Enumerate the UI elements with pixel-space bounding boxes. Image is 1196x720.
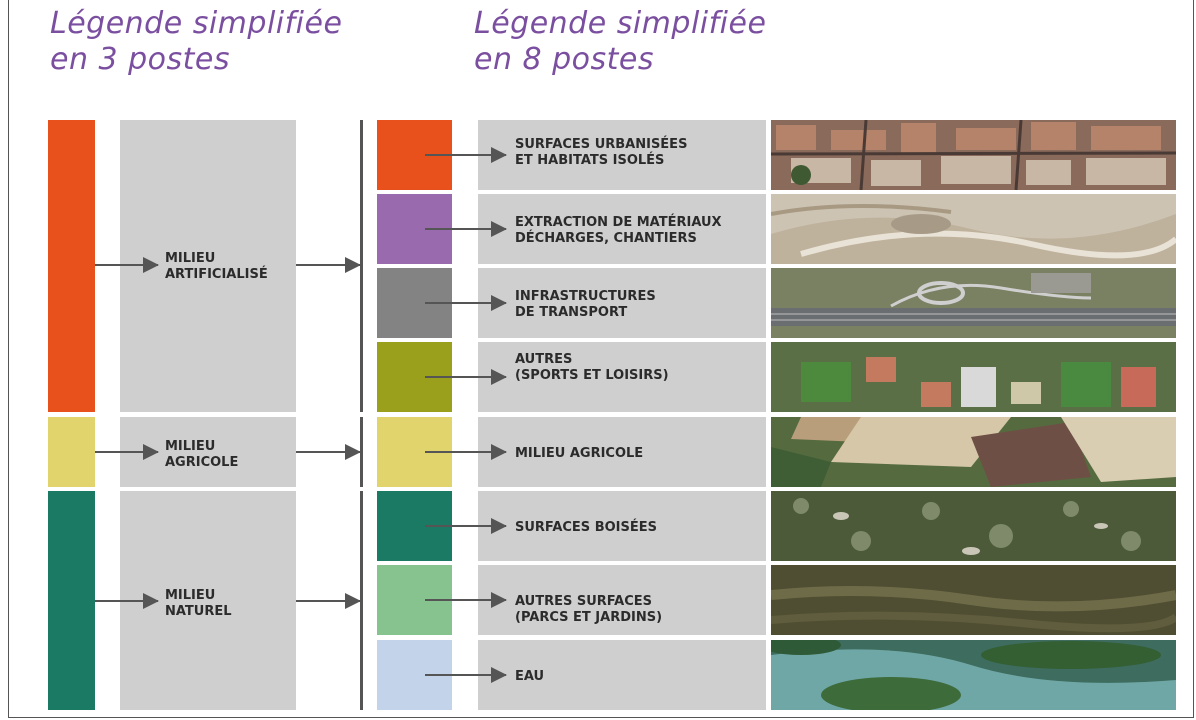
heading-3-line-2: en 3 postes — [50, 42, 231, 77]
sports-aerial-photo — [771, 342, 1176, 412]
subclass-box-sports — [478, 342, 766, 412]
subclass-label-water: EAU — [515, 669, 545, 684]
subclass-label-woodland: SURFACES BOISÉES — [515, 520, 657, 535]
class-label-agricultural: MILIEU AGRICOLE — [165, 439, 239, 470]
subclass-label-agricultural: MILIEU AGRICOLE — [515, 446, 644, 461]
subclass-box-water — [478, 640, 766, 710]
color-bar-natural — [48, 491, 95, 710]
figure-frame — [8, 0, 1194, 718]
subclass-label-urban: SURFACES URBANISÉES ET HABITATS ISOLÉS — [515, 137, 688, 168]
urban-aerial-photo — [771, 120, 1176, 190]
subclass-box-transport — [478, 268, 766, 338]
bracket-agricultural — [360, 417, 363, 487]
subclass-label-parks: AUTRES SURFACES (PARCS ET JARDINS) — [515, 594, 663, 625]
color-bar-agricultural — [48, 417, 95, 487]
class-label-natural: MILIEU NATUREL — [165, 588, 232, 619]
heading-8-line-2: en 8 postes — [474, 42, 655, 77]
highway-aerial-photo — [771, 268, 1176, 338]
subclass-box-agricultural — [478, 417, 766, 487]
subclass-label-transport: INFRASTRUCTURES DE TRANSPORT — [515, 289, 656, 320]
class-label-artificial: MILIEU ARTIFICIALISÉ — [165, 251, 268, 282]
subclass-box-extraction — [478, 194, 766, 264]
subclass-label-sports: AUTRES (SPORTS ET LOISIRS) — [515, 352, 669, 383]
river-aerial-photo — [771, 640, 1176, 710]
park-aerial-photo — [771, 565, 1176, 635]
quarry-aerial-photo — [771, 194, 1176, 264]
heading-3-line-1: Légende simplifiée — [50, 6, 343, 41]
fields-aerial-photo — [771, 417, 1176, 487]
bracket-artificial — [360, 120, 363, 412]
heading-3-classes: Légende simplifiée en 3 postes — [50, 6, 342, 78]
heading-8-classes: Légende simplifiée en 8 postes — [474, 6, 766, 78]
subclass-box-woodland — [478, 491, 766, 561]
forest-aerial-photo — [771, 491, 1176, 561]
subclass-box-parks — [478, 565, 766, 635]
heading-8-line-1: Légende simplifiée — [474, 6, 767, 41]
subclass-label-extraction: EXTRACTION DE MATÉRIAUX DÉCHARGES, CHANT… — [515, 215, 722, 246]
subclass-box-urban — [478, 120, 766, 190]
bracket-natural — [360, 491, 363, 710]
color-bar-artificial — [48, 120, 95, 412]
